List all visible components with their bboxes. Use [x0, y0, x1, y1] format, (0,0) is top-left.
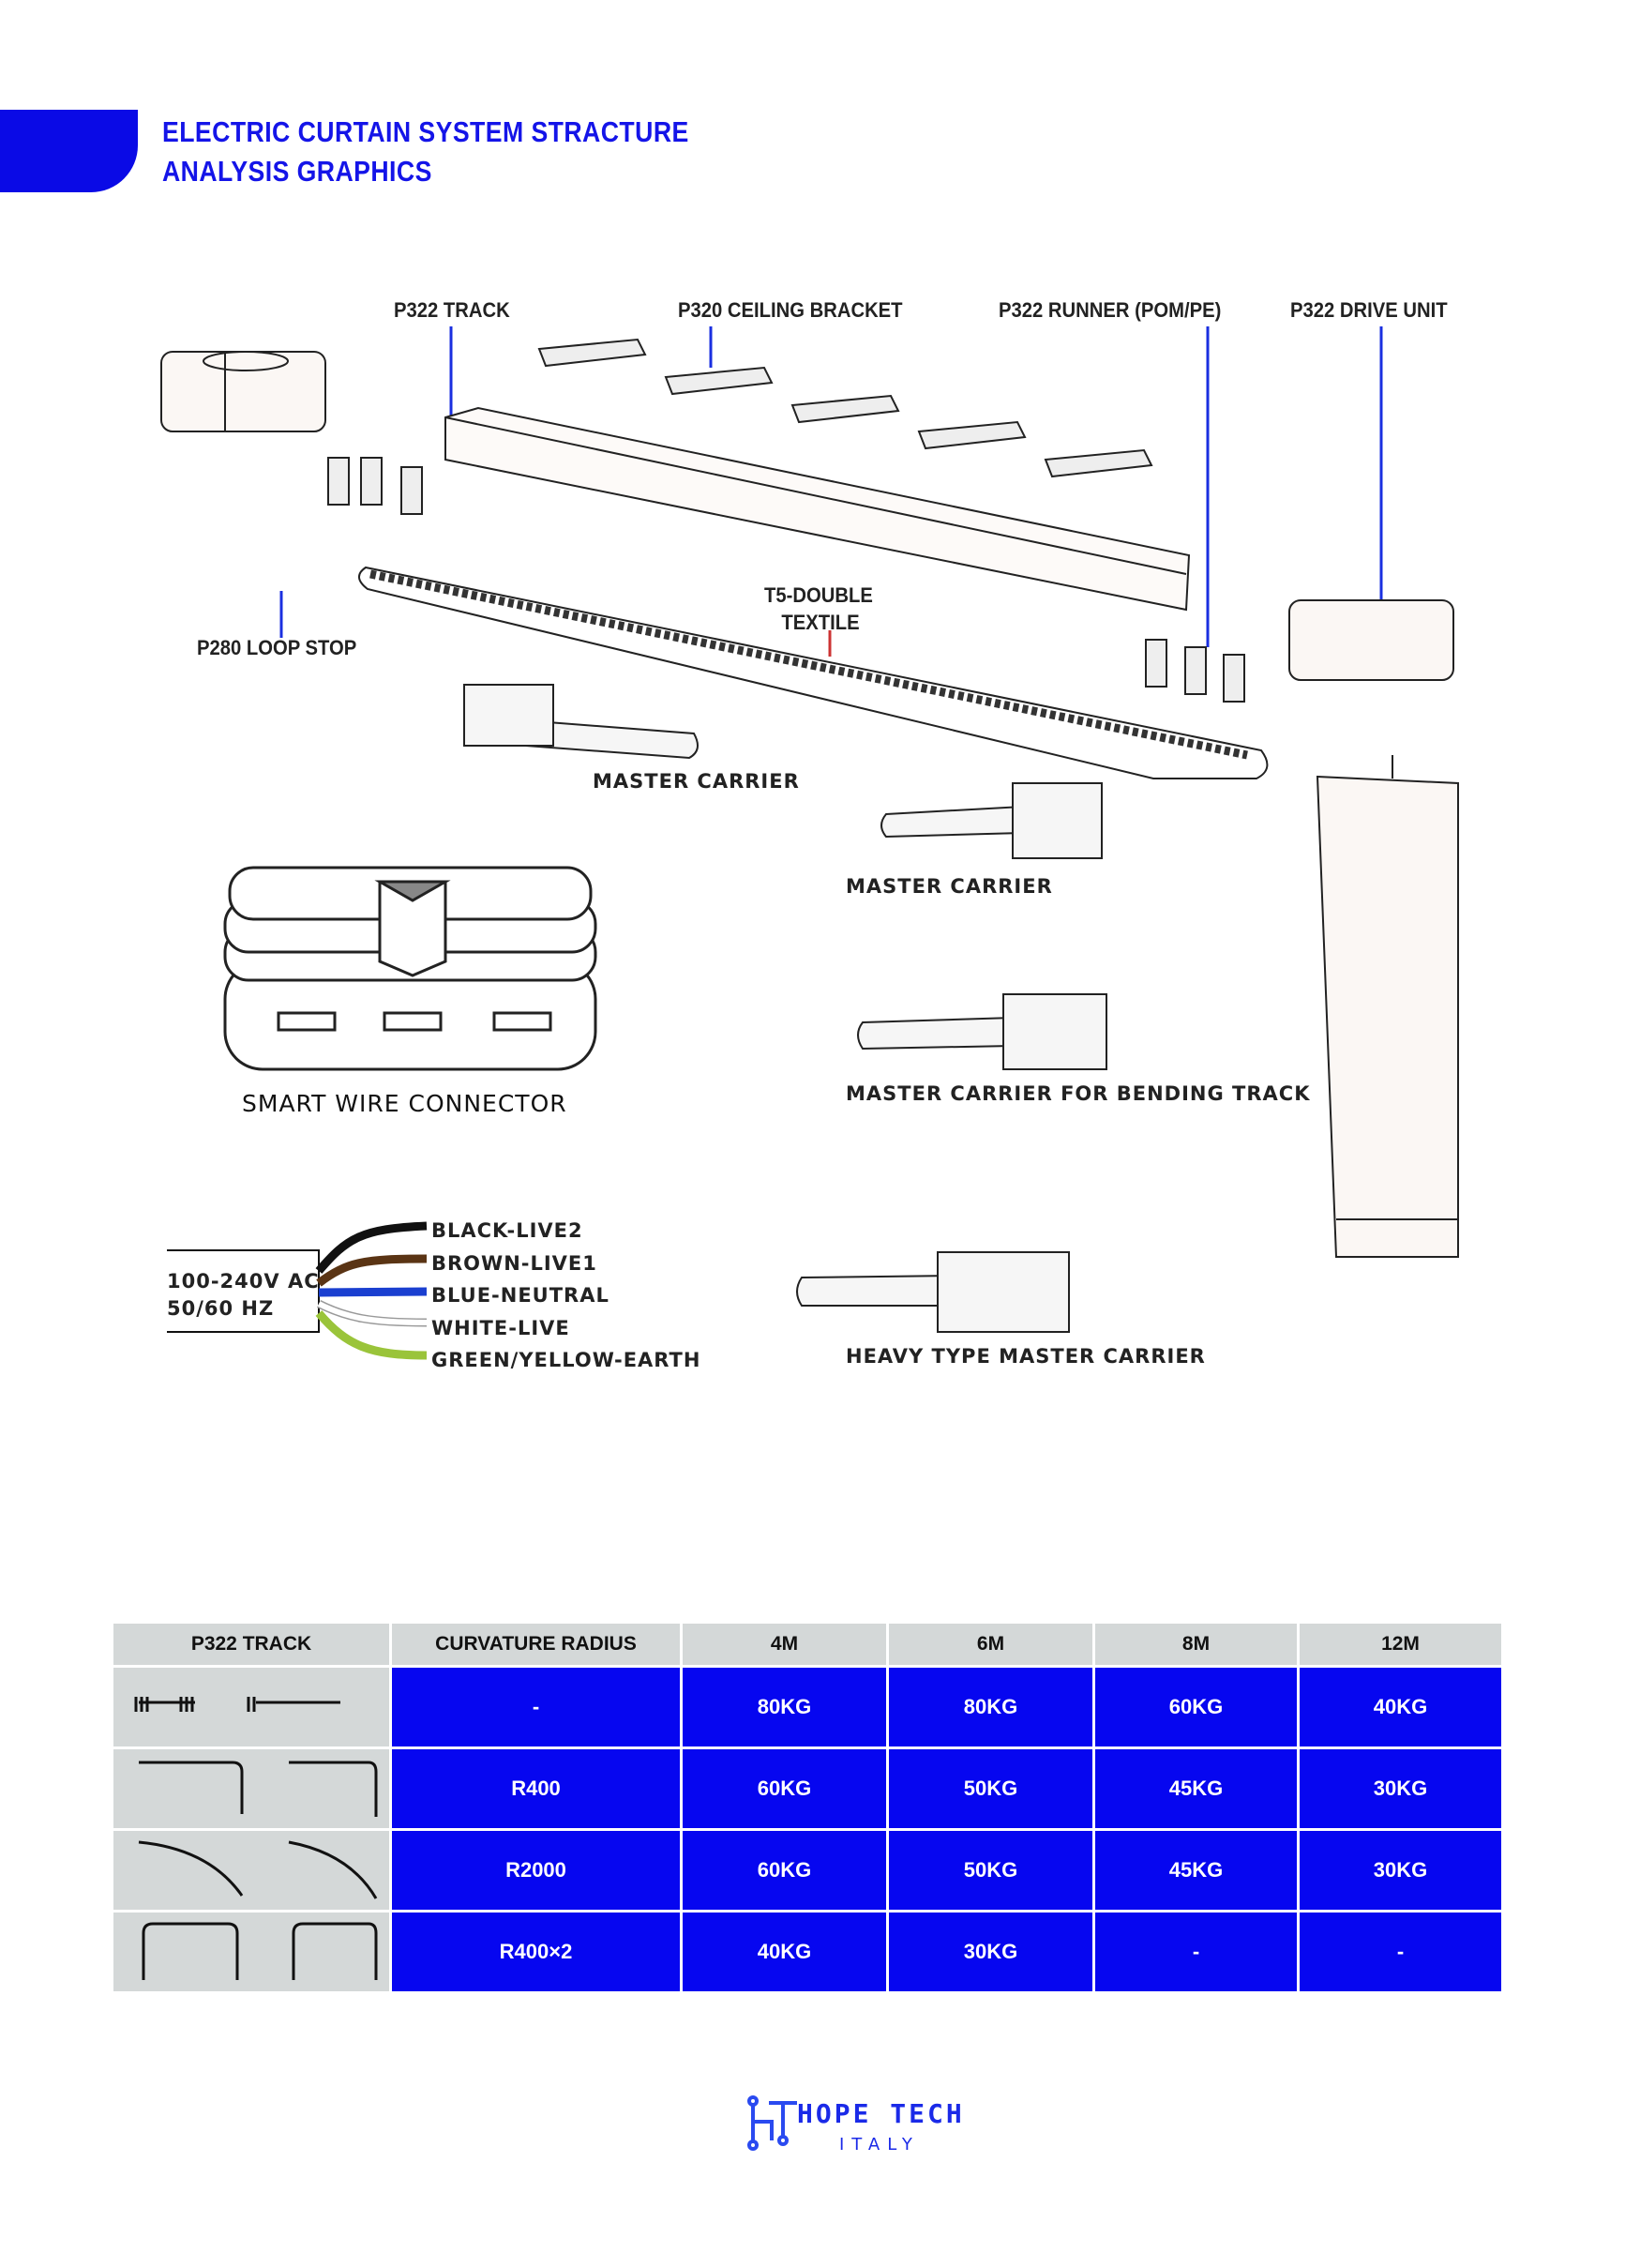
- value-cell: 30KG: [1297, 1828, 1504, 1913]
- value-cell: 30KG: [886, 1910, 1095, 1994]
- table-row: R400×2 40KG 30KG - -: [111, 1910, 1504, 1994]
- header-cell: P322 TRACK: [111, 1621, 392, 1668]
- wire-label: WHITE-LIVE: [431, 1316, 570, 1339]
- r400-corner-track-icon: [111, 1746, 392, 1831]
- power-cable: [167, 1221, 428, 1360]
- double-corner-track-icon: [111, 1910, 392, 1994]
- table-row: R400 60KG 50KG 45KG 30KG: [111, 1746, 1504, 1831]
- logo-circuit-icon: [747, 2095, 797, 2151]
- straight-track-icon: [111, 1665, 392, 1749]
- wire-label: BLACK-LIVE2: [431, 1219, 583, 1242]
- radius-cell: R2000: [389, 1828, 683, 1913]
- label-ceiling-bracket: P320 CEILING BRACKET: [678, 298, 903, 322]
- master-carriers: [463, 684, 1107, 1333]
- table-row: - 80KG 80KG 60KG 40KG: [111, 1665, 1504, 1749]
- header-cell: CURVATURE RADIUS: [389, 1621, 683, 1668]
- value-cell: 30KG: [1297, 1746, 1504, 1831]
- power-spec: 100-240V AC 50/60 HZ: [167, 1268, 320, 1323]
- value-cell: 40KG: [1297, 1665, 1504, 1749]
- exploded-diagram: [160, 326, 1459, 1360]
- value-cell: -: [1297, 1910, 1504, 1994]
- hope-tech-logo: HOPE TECH ITALY: [745, 2094, 1027, 2169]
- label-runner: P322 RUNNER (POM/PE): [999, 298, 1222, 322]
- value-cell: 60KG: [680, 1746, 889, 1831]
- value-cell: 60KG: [1092, 1665, 1300, 1749]
- value-cell: 45KG: [1092, 1828, 1300, 1913]
- value-cell: 60KG: [680, 1828, 889, 1913]
- power-frequency: 50/60 HZ: [167, 1297, 275, 1320]
- smart-wire-connector-drawing: [223, 866, 597, 1071]
- radius-cell: R400×2: [389, 1910, 683, 1994]
- label-drive-unit: P322 DRIVE UNIT: [1290, 298, 1448, 322]
- wire-label: GREEN/YELLOW-EARTH: [431, 1349, 701, 1371]
- table-row: R2000 60KG 50KG 45KG 30KG: [111, 1828, 1504, 1913]
- wire-legend: BLACK-LIVE2 BROWN-LIVE1 BLUE-NEUTRAL WHI…: [431, 1215, 700, 1377]
- drive-unit-drawing: [1288, 599, 1459, 1258]
- value-cell: 40KG: [680, 1910, 889, 1994]
- track-drawing: [444, 406, 1191, 612]
- label-master-carrier-2: MASTER CARRIER: [846, 875, 1053, 898]
- value-cell: 45KG: [1092, 1746, 1300, 1831]
- load-capacity-table: P322 TRACK CURVATURE RADIUS 4M 6M 8M 12M…: [111, 1621, 1504, 1994]
- value-cell: 80KG: [680, 1665, 889, 1749]
- logo-brand: HOPE TECH: [797, 2098, 965, 2129]
- label-belt: T5-DOUBLE TEXTILE: [764, 582, 873, 636]
- wire-label: BLUE-NEUTRAL: [431, 1284, 609, 1307]
- label-smart-wire-connector: SMART WIRE CONNECTOR: [242, 1090, 567, 1117]
- title-line-1: ELECTRIC CURTAIN SYSTEM STRACTURE: [162, 115, 689, 148]
- header-cell: 12M: [1297, 1621, 1504, 1668]
- value-cell: 50KG: [886, 1828, 1095, 1913]
- label-track: P322 TRACK: [394, 298, 510, 322]
- value-cell: -: [1092, 1910, 1300, 1994]
- value-cell: 80KG: [886, 1665, 1095, 1749]
- end-cap-icon: [160, 351, 326, 432]
- belt-line-2: TEXTILE: [781, 611, 860, 634]
- power-voltage: 100-240V AC: [167, 1270, 320, 1293]
- radius-cell: R400: [389, 1746, 683, 1831]
- runners: [327, 457, 1245, 703]
- header-tab-decoration: [0, 110, 138, 192]
- table-header-row: P322 TRACK CURVATURE RADIUS 4M 6M 8M 12M: [111, 1621, 1504, 1668]
- logo-sub: ITALY: [839, 2135, 920, 2155]
- value-cell: 50KG: [886, 1746, 1095, 1831]
- page-title: ELECTRIC CURTAIN SYSTEM STRACTURE ANALYS…: [162, 113, 689, 191]
- radius-cell: -: [389, 1665, 683, 1749]
- label-master-carrier-1: MASTER CARRIER: [593, 770, 800, 793]
- wire-label: BROWN-LIVE1: [431, 1251, 597, 1275]
- label-heavy-carrier: HEAVY TYPE MASTER CARRIER: [846, 1345, 1206, 1368]
- belt-line-1: T5-DOUBLE: [764, 583, 873, 607]
- leader-lines: [279, 326, 1383, 647]
- header-cell: 8M: [1092, 1621, 1300, 1668]
- belt-drawing: [358, 566, 1269, 779]
- ceiling-brackets: [537, 338, 1153, 478]
- title-line-2: ANALYSIS GRAPHICS: [162, 155, 432, 188]
- header-cell: 4M: [680, 1621, 889, 1668]
- label-loop-stop: P280 LOOP STOP: [197, 636, 357, 659]
- label-bending-carrier: MASTER CARRIER FOR BENDING TRACK: [846, 1082, 1311, 1105]
- r2000-curve-track-icon: [111, 1828, 392, 1913]
- header-cell: 6M: [886, 1621, 1095, 1668]
